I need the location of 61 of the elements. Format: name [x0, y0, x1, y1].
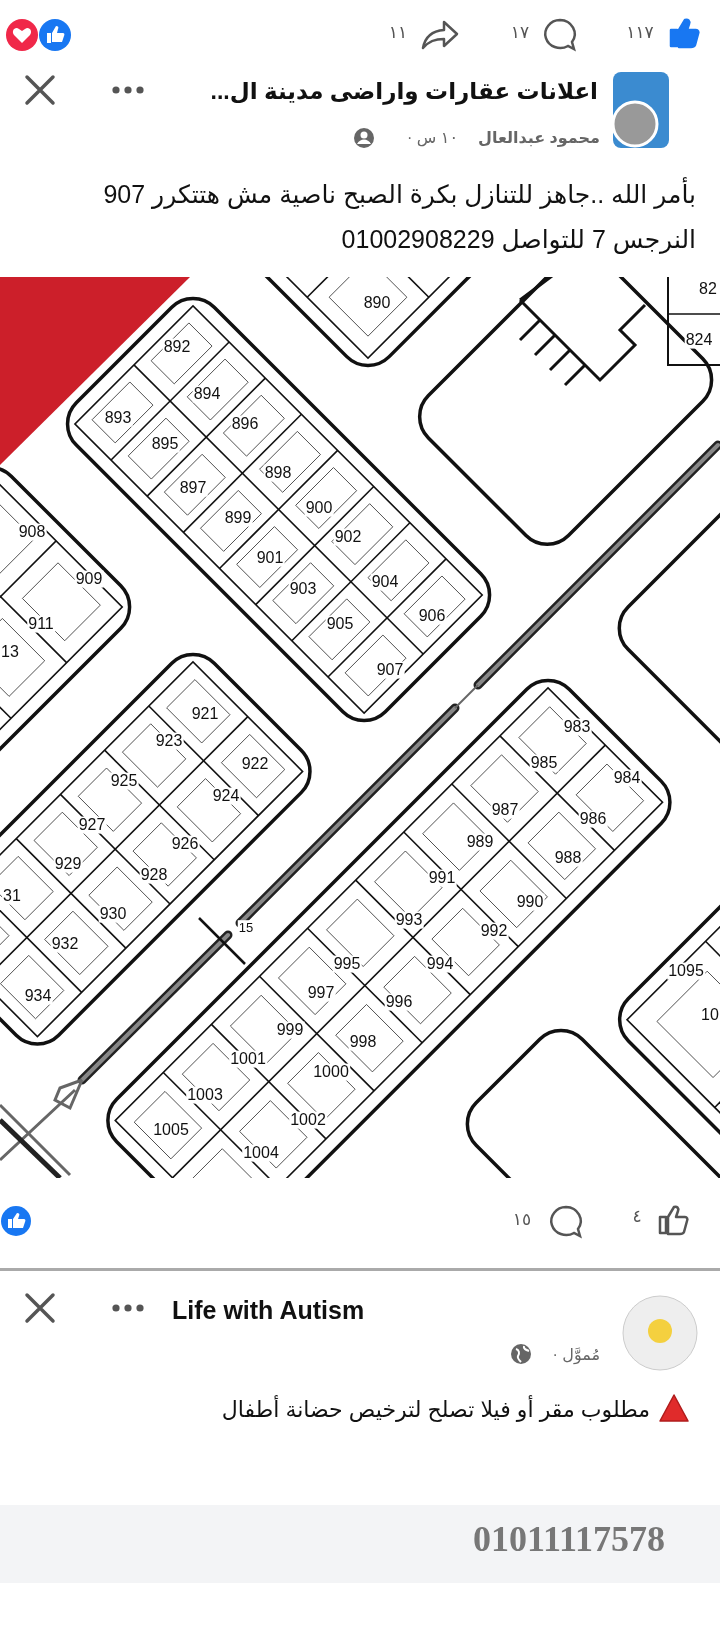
post-time: مُموَّل · — [552, 1345, 600, 1365]
page-name: Life with Autism — [172, 1295, 365, 1325]
plot-number: 31 — [2, 887, 22, 905]
plot-number: 907 — [375, 661, 405, 679]
author-name: محمود عبدالعال — [478, 128, 600, 148]
post-time: ١٠ س · — [407, 128, 458, 148]
plot-number: 900 — [304, 499, 334, 517]
plot-number: 989 — [465, 833, 495, 851]
plot-number: 898 — [263, 464, 293, 482]
plot-number: 1004 — [242, 1144, 280, 1162]
plot-number: 985 — [529, 754, 559, 772]
plot-number: 1001 — [229, 1050, 267, 1068]
plot-number: 929 — [53, 855, 83, 873]
plot-number: 1003 — [186, 1086, 224, 1104]
plot-number: 824 — [684, 331, 714, 349]
reaction-count: ١٧ — [510, 22, 530, 44]
reaction-count: ٤ — [632, 1206, 642, 1228]
plot-number: 925 — [109, 772, 139, 790]
plot-number: 908 — [17, 523, 47, 541]
reaction-count: ١١ — [388, 22, 408, 44]
plot-number: 911 — [27, 615, 55, 633]
plot-number: 1095 — [667, 962, 705, 980]
plot-number: 930 — [98, 905, 128, 923]
plot-number: 909 — [74, 570, 104, 588]
plot-number: 990 — [515, 893, 545, 911]
post-text: مطلوب مقر أو فيلا تصلح لترخيص حضانة أطفال — [221, 1396, 650, 1424]
plot-number: 926 — [170, 835, 200, 853]
plot-number: 987 — [490, 801, 520, 819]
plot-number: 901 — [255, 549, 285, 567]
phone-number: 01011117578 — [472, 1518, 665, 1562]
plot-number: 902 — [333, 528, 363, 546]
plot-number: 923 — [154, 732, 184, 750]
plot-number: 1002 — [289, 1111, 327, 1129]
plot-number: 998 — [348, 1033, 378, 1051]
plot-number: 996 — [384, 993, 414, 1011]
plot-number: 904 — [370, 573, 400, 591]
post-text: بأمر الله ..جاهز للتنازل بكرة الصبح ناصية مش هتتكرر 907 النرجس 7 للتواصل 01002908229 — [36, 172, 696, 262]
plot-number: 934 — [23, 987, 53, 1005]
plot-number: 988 — [553, 849, 583, 867]
page-name: اعلانات عقارات واراضى مدينة ال... — [210, 78, 598, 106]
plot-number: 906 — [417, 607, 447, 625]
plot-number: 994 — [425, 955, 455, 973]
plot-number: 983 — [562, 718, 592, 736]
plot-number: 991 — [427, 869, 457, 887]
plot-number: 993 — [394, 911, 424, 929]
plot-number: 924 — [211, 787, 241, 805]
plot-number: 895 — [150, 435, 180, 453]
plot-number: 997 — [306, 984, 336, 1002]
plot-number: 932 — [50, 935, 80, 953]
plot-number: 927 — [77, 816, 107, 834]
plot-number: 984 — [612, 769, 642, 787]
plot-number: 1000 — [312, 1063, 350, 1081]
plot-number: 986 — [578, 810, 608, 828]
plot-number: 999 — [275, 1021, 305, 1039]
plot-number: 897 — [178, 479, 208, 497]
plot-number: 992 — [479, 922, 509, 940]
plot-number: 928 — [139, 866, 169, 884]
plot-number: 995 — [332, 955, 362, 973]
reaction-count: ١٥ — [512, 1209, 532, 1231]
reaction-count: ١١٧ — [626, 22, 654, 44]
plot-number: 899 — [223, 509, 253, 527]
